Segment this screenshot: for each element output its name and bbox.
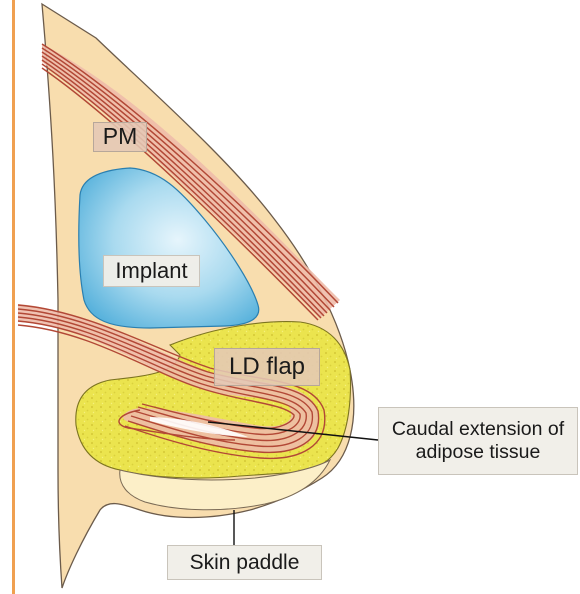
implant-label: Implant [103,255,200,287]
caudal-label-line-2: adipose tissue [392,441,564,464]
ld-flap-label: LD flap [214,348,320,386]
skin-paddle-label: Skin paddle [167,545,322,580]
left-border-line [12,0,15,594]
pm-label: PM [93,122,147,152]
caudal-label-line-1: Caudal extension of [392,418,564,441]
caudal-extension-label: Caudal extension of adipose tissue [378,407,578,475]
